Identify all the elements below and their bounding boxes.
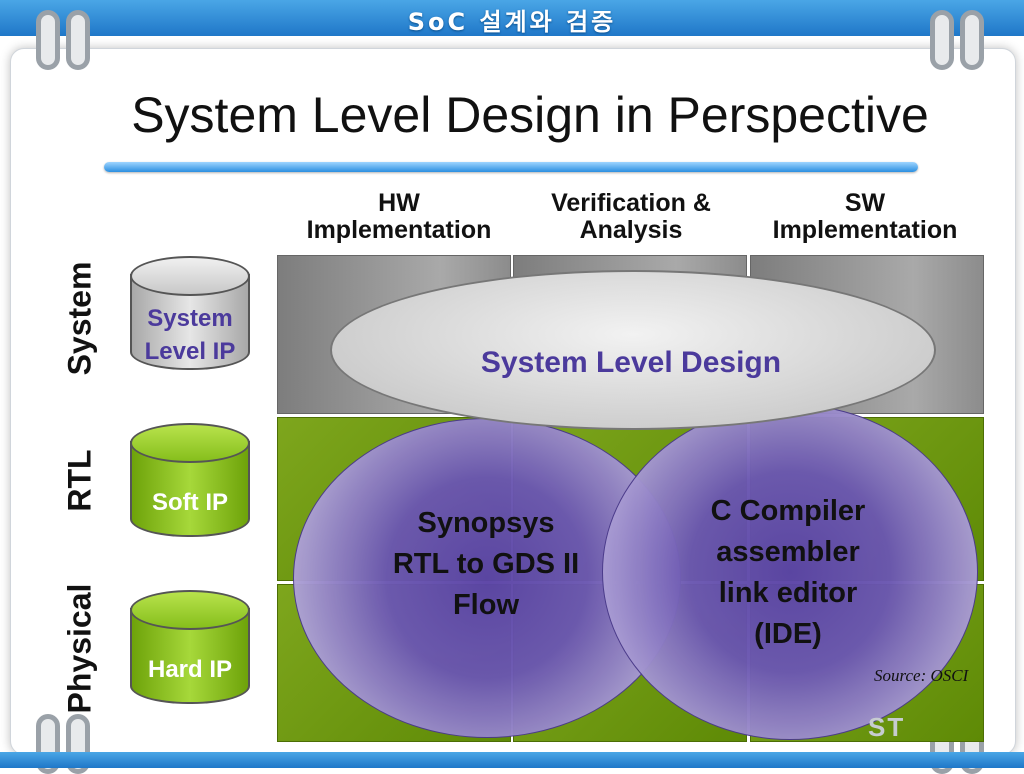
column-header-sw-text: SW Implementation: [772, 189, 958, 244]
synopsys-flow-label: Synopsys RTL to GDS II Flow: [392, 507, 580, 621]
system-level-ip-label: System Level IP: [144, 305, 236, 365]
source-note: Source: OSCI: [874, 666, 969, 685]
column-header-hw: HW Implementation: [284, 190, 514, 244]
title-underline: [104, 162, 918, 172]
header-banner: SoC 설계와 검증: [0, 0, 1024, 36]
hard-ip-cylinder: Hard IP: [130, 590, 250, 720]
c-compiler-label: C Compiler assembler link editor (IDE): [710, 495, 866, 650]
hard-ip-label: Hard IP: [147, 656, 233, 683]
binder-ring-icon: [960, 10, 984, 70]
row-label-system: System: [61, 261, 98, 376]
row-label-rtl: RTL: [61, 449, 98, 512]
row-label-physical: Physical: [61, 583, 98, 714]
column-header-verification: Verification & Analysis: [516, 190, 746, 244]
binder-ring-icon: [66, 10, 90, 70]
slide-title: System Level Design in Perspective: [131, 87, 929, 143]
system-level-design-ellipse: [330, 270, 936, 430]
footer-banner: [0, 752, 1024, 768]
column-header-sw: SW Implementation: [750, 190, 980, 244]
binder-ring-icon: [930, 10, 954, 70]
cylinder-top: [130, 256, 250, 296]
banner-title: SoC 설계와 검증: [407, 8, 617, 36]
binder-ring-icon: [36, 10, 60, 70]
column-header-hw-text: HW Implementation: [306, 189, 492, 244]
system-level-ip-cylinder: System Level IP: [130, 256, 250, 386]
logo-watermark: ST: [868, 712, 906, 742]
cylinder-top: [130, 590, 250, 630]
soft-ip-cylinder: Soft IP: [130, 423, 250, 553]
soft-ip-label: Soft IP: [152, 489, 228, 516]
c-compiler-circle: [602, 404, 978, 740]
system-level-design-label: System Level Design: [480, 346, 782, 379]
column-header-verification-text: Verification & Analysis: [551, 189, 711, 244]
cylinder-top: [130, 423, 250, 463]
